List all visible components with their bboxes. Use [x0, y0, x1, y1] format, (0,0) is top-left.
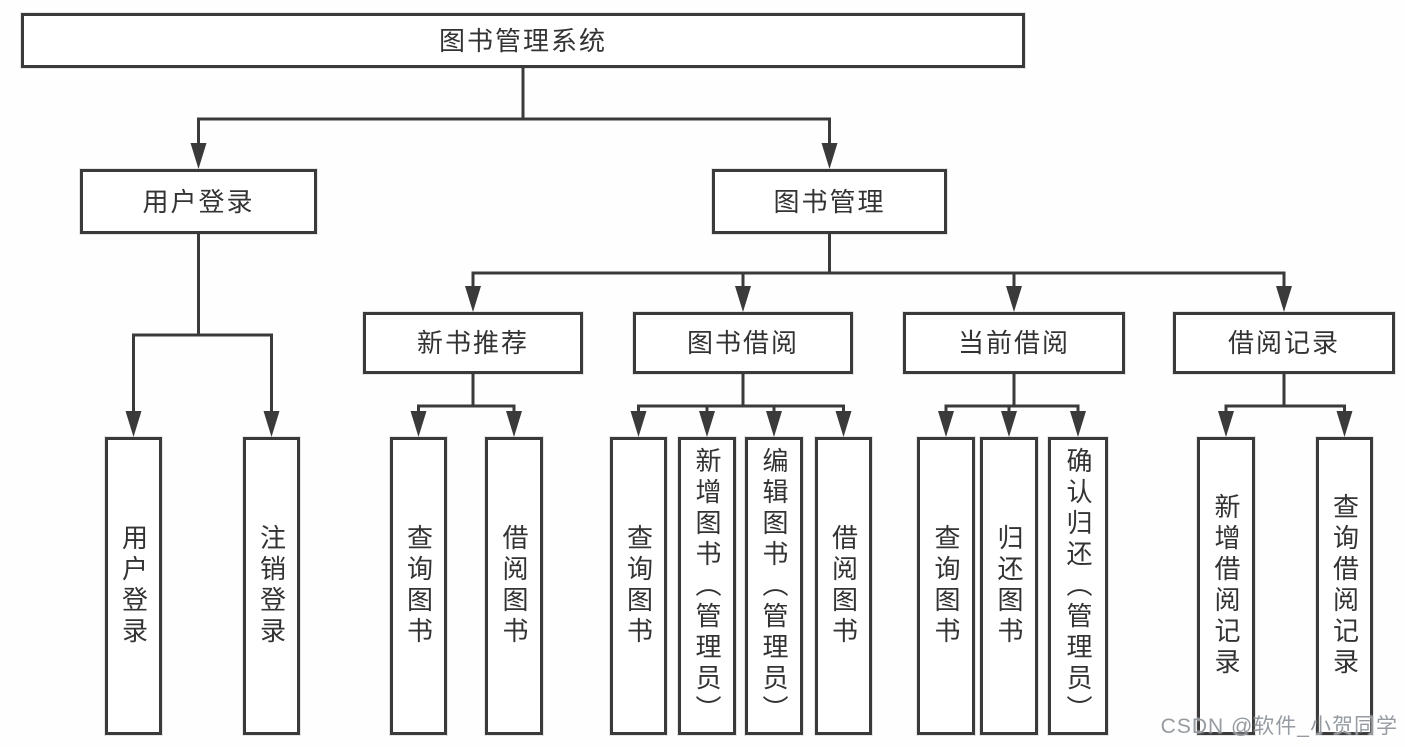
- arrowhead-icon: [1070, 411, 1086, 437]
- node-leaf-add-book: 新增图书（管理员）: [678, 437, 736, 735]
- node-user-login: 用户登录: [80, 169, 317, 234]
- node-label: 查询图书: [623, 524, 654, 648]
- node-label: 查询借阅记录: [1329, 493, 1360, 679]
- node-current-borrow: 当前借阅: [903, 312, 1125, 374]
- node-label: 查询图书: [403, 524, 434, 648]
- arrowhead-icon: [735, 286, 751, 312]
- node-leaf-logout: 注销登录: [243, 437, 300, 735]
- node-label: 用户登录: [142, 186, 255, 217]
- node-label: 当前借阅: [957, 328, 1070, 358]
- arrowhead-icon: [190, 143, 207, 169]
- node-label: 图书管理: [773, 186, 886, 217]
- node-leaf-borrow-book-1: 借阅图书: [485, 437, 543, 735]
- arrowhead-icon: [263, 411, 280, 437]
- arrowhead-icon: [1001, 411, 1017, 437]
- arrowhead-icon: [699, 411, 715, 437]
- node-label: 图书管理系统: [438, 25, 607, 56]
- node-label: 借阅图书: [828, 524, 859, 648]
- node-leaf-borrow-book-2: 借阅图书: [815, 437, 872, 735]
- node-label: 归还图书: [994, 524, 1024, 648]
- node-label: 注销登录: [256, 524, 287, 648]
- node-leaf-edit-book: 编辑图书（管理员）: [745, 437, 803, 735]
- node-leaf-query-book-3: 查询图书: [917, 437, 975, 735]
- node-label: 新增图书（管理员）: [692, 446, 722, 726]
- node-label: 新增借阅记录: [1211, 493, 1241, 679]
- node-leaf-query-borrow-rec: 查询借阅记录: [1316, 437, 1373, 735]
- arrowhead-icon: [1006, 286, 1022, 312]
- node-label: 编辑图书（管理员）: [759, 446, 789, 726]
- node-leaf-user-login: 用户登录: [105, 437, 162, 735]
- node-new-book-rec: 新书推荐: [363, 312, 583, 374]
- arrowhead-icon: [125, 411, 142, 437]
- node-leaf-return-book: 归还图书: [980, 437, 1038, 735]
- node-leaf-add-borrow-rec: 新增借阅记录: [1197, 437, 1255, 735]
- arrowhead-icon: [835, 411, 852, 437]
- arrowhead-icon: [766, 411, 782, 437]
- node-book-borrow: 图书借阅: [633, 312, 853, 374]
- arrowhead-icon: [1276, 286, 1292, 312]
- arrowhead-icon: [506, 411, 522, 437]
- arrowhead-icon: [410, 411, 427, 437]
- node-leaf-query-book-2: 查询图书: [610, 437, 667, 735]
- node-root: 图书管理系统: [21, 13, 1025, 68]
- node-borrow-records: 借阅记录: [1173, 312, 1395, 374]
- arrowhead-icon: [938, 411, 954, 437]
- node-label: 借阅记录: [1227, 328, 1340, 358]
- arrowhead-icon: [630, 411, 647, 437]
- node-label: 用户登录: [118, 524, 149, 648]
- node-leaf-query-book-1: 查询图书: [390, 437, 447, 735]
- node-label: 确认归还（管理员）: [1063, 446, 1093, 726]
- node-book-mgmt: 图书管理: [712, 169, 947, 234]
- arrowhead-icon: [465, 286, 481, 312]
- arrowhead-icon: [821, 143, 838, 169]
- node-label: 新书推荐: [416, 328, 529, 358]
- node-label: 图书借阅: [686, 328, 799, 358]
- node-label: 借阅图书: [499, 524, 529, 648]
- arrowhead-icon: [1336, 411, 1353, 437]
- node-label: 查询图书: [931, 524, 961, 648]
- arrowhead-icon: [1218, 411, 1234, 437]
- csdn-watermark: CSDN @软件_小贺同学: [1160, 715, 1398, 738]
- node-leaf-confirm-return: 确认归还（管理员）: [1048, 437, 1108, 735]
